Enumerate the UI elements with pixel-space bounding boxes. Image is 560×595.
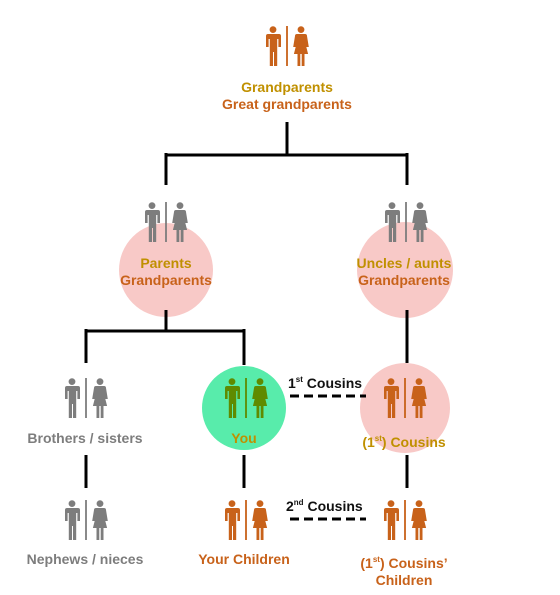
cousins-pair-icon: [384, 378, 427, 418]
second-cousins-relation-label: 2nd Cousins: [286, 498, 363, 514]
uncles-label: Uncles / aunts Grandparents: [356, 255, 452, 288]
nephews-pair-icon: [65, 500, 108, 540]
you-pair-icon: [225, 378, 268, 418]
tree-connectors: [84, 122, 409, 488]
parents-label: Parents Grandparents: [120, 255, 212, 288]
you-label: You: [231, 430, 257, 446]
grandparents-pair-icon: [266, 26, 309, 66]
children-pair-icon: [225, 500, 268, 540]
grandparents-label: Grandparents Great grandparents: [222, 79, 352, 112]
parents-highlight-circle: [119, 223, 213, 317]
siblings-label: Brothers / sisters: [27, 430, 143, 446]
first-cousins-relation-label: 1st Cousins: [288, 375, 363, 391]
uncles-pair-icon: [385, 202, 428, 242]
cousins-label: (1st) Cousins: [362, 434, 446, 450]
siblings-pair-icon: [65, 378, 108, 418]
cousins-children-label: (1st) Cousins’ Children: [360, 555, 448, 588]
children-label: Your Children: [198, 551, 290, 567]
uncles-highlight-circle: [357, 222, 453, 318]
parents-pair-icon: [145, 202, 188, 242]
cousins-children-pair-icon: [384, 500, 427, 540]
cousin-relation-dashes: [290, 394, 366, 521]
nephews-label: Nephews / nieces: [26, 551, 144, 567]
